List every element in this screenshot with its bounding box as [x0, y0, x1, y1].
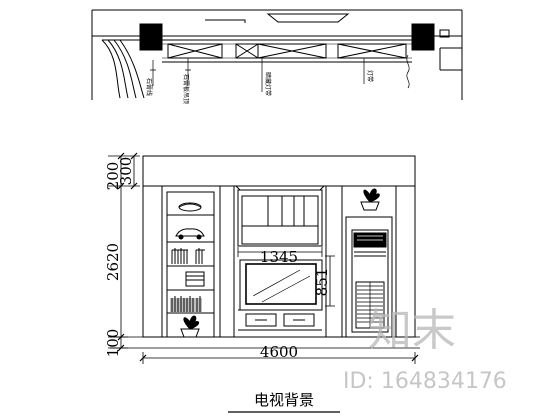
dim-tv-width: 1345	[260, 248, 298, 266]
watermark: 知末 ID: 164834176	[343, 305, 507, 394]
dim-height-top: 300	[117, 157, 135, 186]
dim-width-total: 4600	[260, 343, 298, 361]
ceiling-section: 石膏线 石膏板吊顶 暗藏灯带 灯带	[91, 9, 463, 104]
dimension-lines	[108, 152, 419, 364]
dim-height-main: 2620	[104, 243, 122, 281]
dim-height-upper: 200	[104, 162, 122, 191]
wall-elevation: 1345 851	[110, 155, 420, 349]
ceiling-note-4: 灯带	[366, 70, 374, 82]
bookshelf-left	[161, 185, 221, 338]
watermark-logo: 知末	[368, 305, 456, 356]
tv-cabinet: 1345 851	[233, 185, 335, 338]
cabinet-right	[341, 185, 397, 338]
ceiling-note-3: 暗藏灯带	[264, 72, 272, 96]
air-conditioner-unit	[351, 229, 389, 333]
tv-screen	[245, 263, 317, 305]
curtain-left	[101, 39, 145, 99]
light-box-left	[139, 23, 163, 51]
watermark-id: ID: 164834176	[343, 369, 507, 394]
ceiling-note-1: 石膏线	[145, 78, 153, 96]
light-box-right	[411, 23, 435, 51]
dim-tv-height: 851	[313, 268, 331, 297]
ceiling-note-2: 石膏板吊顶	[182, 74, 190, 104]
dim-height-base: 100	[104, 329, 122, 358]
drawing-title: 电视背景	[254, 391, 314, 409]
